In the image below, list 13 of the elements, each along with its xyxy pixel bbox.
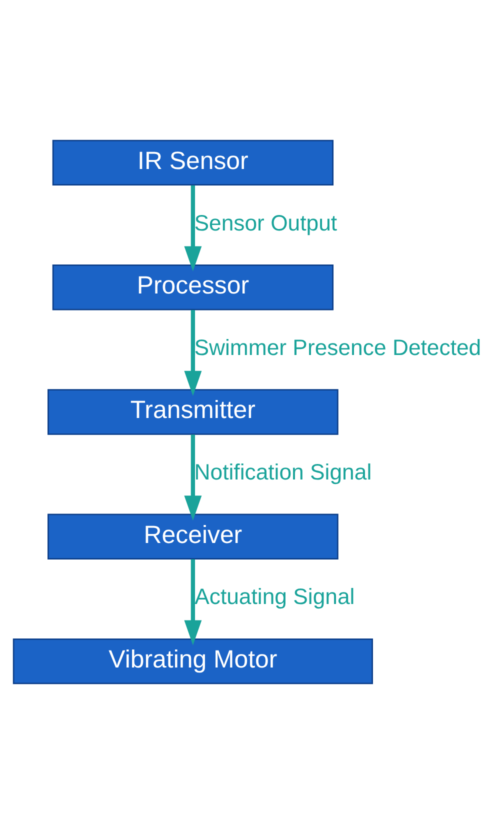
arrow: [184, 434, 202, 520]
arrow: [184, 558, 202, 645]
node-box: IR Sensor: [52, 139, 334, 186]
arrow: [184, 309, 202, 396]
node-box: Vibrating Motor: [12, 638, 373, 684]
arrow: [184, 184, 202, 271]
node-box: Receiver: [48, 513, 338, 559]
node-box: Transmitter: [48, 388, 338, 434]
edge-label: Actuating Signal: [194, 584, 355, 609]
edge-label: Notification Signal: [194, 459, 372, 484]
node-box: Processor: [52, 264, 334, 310]
edge-label: Swimmer Presence Detected: [194, 334, 482, 360]
edge-label: Sensor Output: [194, 210, 338, 235]
